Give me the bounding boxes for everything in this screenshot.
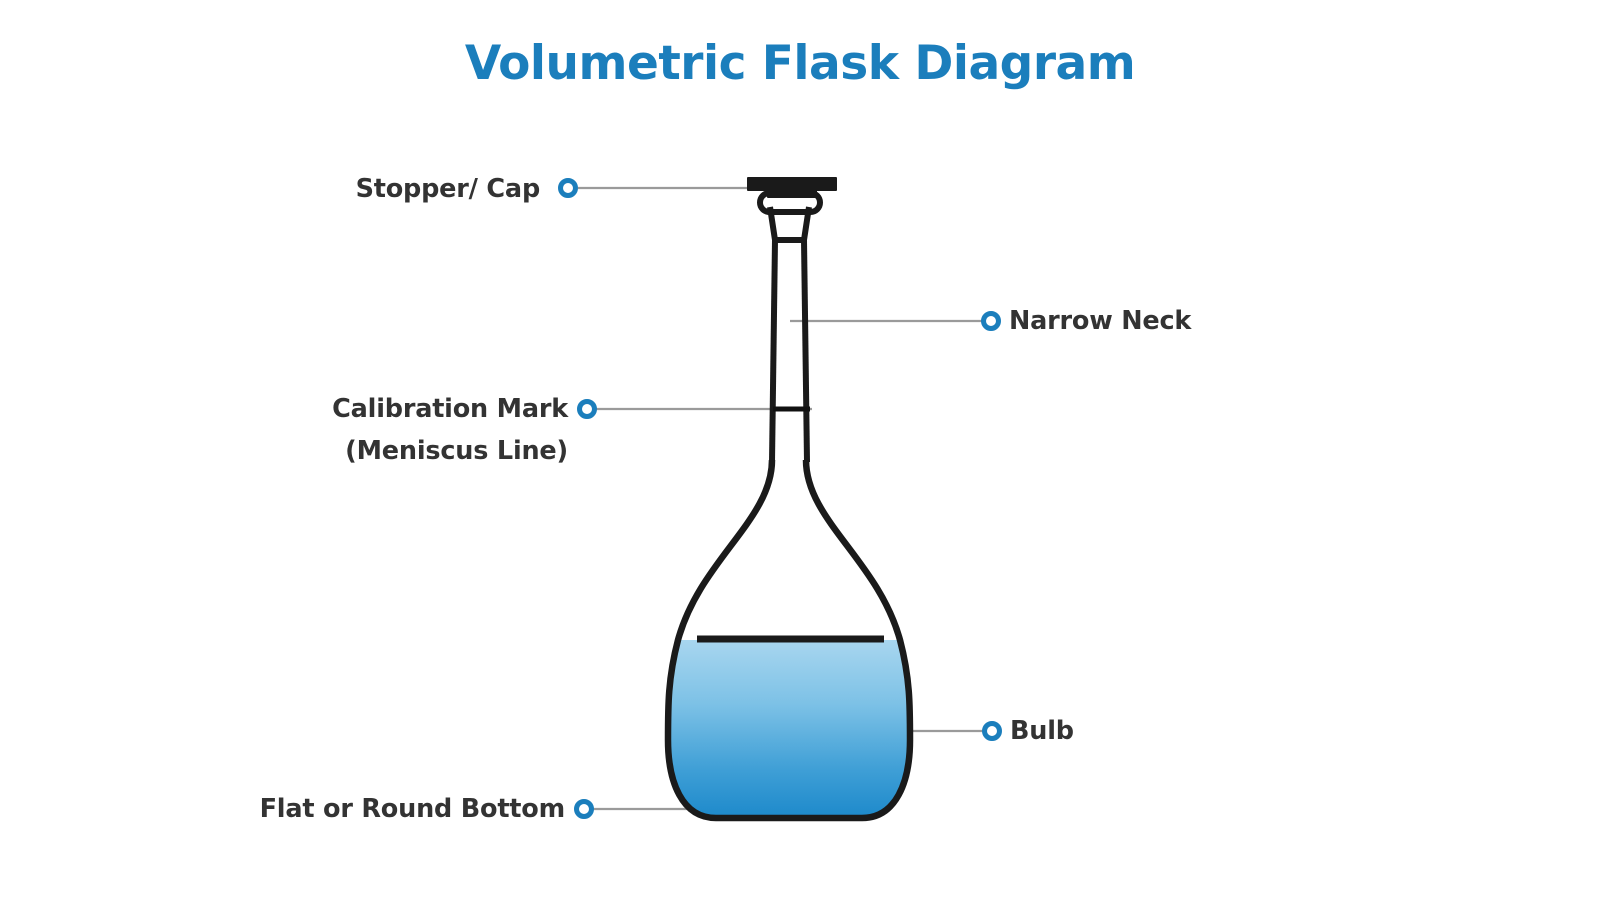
label-bulb-text: Bulb bbox=[1010, 716, 1074, 746]
marker-bulb[interactable] bbox=[982, 721, 1002, 741]
label-calibration-mark-subtext: (Meniscus Line) bbox=[345, 436, 568, 466]
label-calibration-mark-text: Calibration Mark bbox=[332, 394, 568, 424]
label-calibration-mark: Calibration Mark (Meniscus Line) bbox=[180, 388, 568, 472]
label-stopper-cap: Stopper/ Cap bbox=[200, 168, 541, 210]
label-flat-or-round-bottom: Flat or Round Bottom bbox=[180, 788, 566, 830]
marker-narrow-neck[interactable] bbox=[981, 311, 1001, 331]
label-bulb: Bulb bbox=[1010, 710, 1074, 752]
flask-neck-right-wall bbox=[801, 239, 810, 463]
flask-neck-left-wall bbox=[769, 239, 778, 463]
label-narrow-neck: Narrow Neck bbox=[1009, 300, 1191, 342]
label-flat-or-round-bottom-text: Flat or Round Bottom bbox=[259, 794, 566, 824]
stopper-cap-body bbox=[747, 177, 837, 198]
flask-bulb-outline bbox=[664, 459, 914, 822]
label-narrow-neck-text: Narrow Neck bbox=[1009, 306, 1192, 336]
flask-liquid bbox=[668, 640, 910, 818]
marker-flat-or-round-bottom[interactable] bbox=[574, 799, 594, 819]
marker-calibration-mark[interactable] bbox=[577, 399, 597, 419]
label-stopper-cap-text: Stopper/ Cap bbox=[355, 174, 541, 204]
page-title: Volumetric Flask Diagram bbox=[464, 36, 1136, 91]
marker-stopper-cap[interactable] bbox=[558, 178, 578, 198]
